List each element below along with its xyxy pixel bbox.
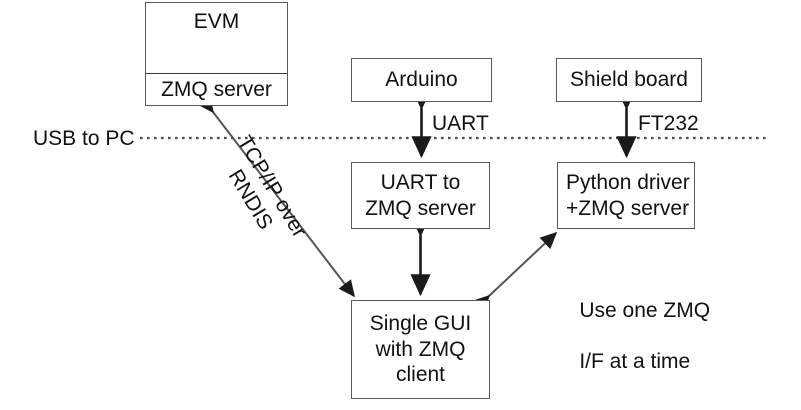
node-arduino-label: Arduino bbox=[385, 68, 458, 92]
node-python-driver-line2: +ZMQ server bbox=[566, 196, 690, 220]
label-uart: UART bbox=[432, 112, 489, 135]
node-single-gui[interactable]: Single GUI with ZMQ client bbox=[351, 300, 490, 399]
node-arduino[interactable]: Arduino bbox=[351, 58, 492, 102]
node-python-driver[interactable]: Python driver +ZMQ server bbox=[557, 162, 695, 229]
node-shield-board-label: Shield board bbox=[570, 68, 688, 92]
label-ft232: FT232 bbox=[638, 112, 699, 135]
edge-python-gui bbox=[472, 231, 558, 313]
edge-rndis bbox=[197, 95, 355, 298]
node-shield-board[interactable]: Shield board bbox=[556, 58, 702, 102]
node-uart-to-zmq-server-line1: UART to bbox=[380, 170, 461, 194]
node-single-gui-line3: client bbox=[395, 363, 446, 387]
node-evm-title: EVM bbox=[193, 10, 240, 33]
node-evm-zmq-server: ZMQ server bbox=[146, 72, 287, 105]
note-line1: Use one ZMQ bbox=[579, 298, 711, 322]
node-python-driver-line1: Python driver bbox=[566, 170, 690, 194]
node-single-gui-line2: with ZMQ bbox=[375, 337, 466, 361]
note-use-one-zmq: Use one ZMQ I/F at a time bbox=[556, 272, 710, 400]
node-single-gui-line1: Single GUI bbox=[369, 312, 472, 336]
note-line2: I/F at a time bbox=[579, 349, 691, 373]
node-evm[interactable]: EVM ZMQ server bbox=[145, 2, 288, 106]
node-uart-to-zmq-server[interactable]: UART to ZMQ server bbox=[351, 162, 490, 229]
label-usb-to-pc: USB to PC bbox=[33, 127, 135, 150]
node-uart-to-zmq-server-line2: ZMQ server bbox=[365, 196, 476, 220]
